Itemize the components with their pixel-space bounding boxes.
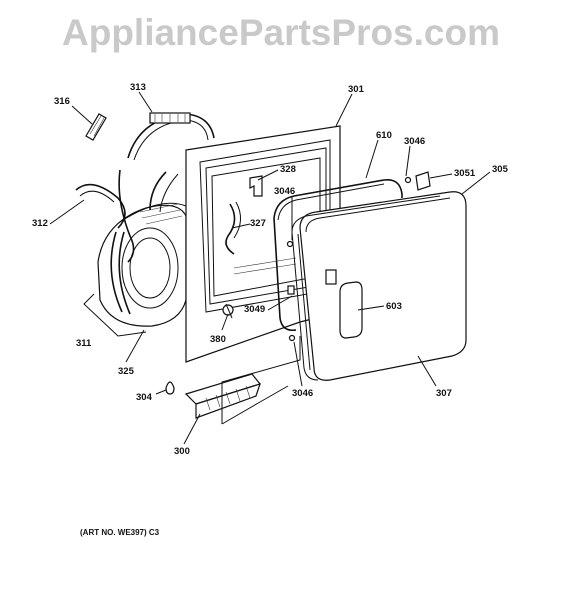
part-3049-latch: [287, 269, 337, 295]
part-603-door-handle: [339, 281, 363, 339]
callout-311: 311: [76, 338, 92, 349]
watermark-logo: AppliancePartsPros.com: [62, 12, 500, 53]
callout-610: 610: [376, 130, 392, 141]
callout-3046-mid: 3046: [274, 186, 295, 197]
callout-304: 304: [136, 392, 153, 403]
assembly-guide-lines: [83, 293, 301, 425]
callout-300: 300: [174, 446, 190, 457]
callout-380: 380: [210, 334, 226, 345]
callout-328: 328: [280, 164, 296, 175]
callout-3046-top: 3046: [404, 136, 425, 147]
callout-3049: 3049: [244, 304, 265, 315]
part-327-strap: [225, 201, 241, 255]
part-610-door-gasket: [273, 178, 403, 332]
callout-301: 301: [348, 84, 365, 95]
part-312-seal: [75, 169, 179, 263]
callout-labels: 316 313 301 610 3046 3051 305 312 328 30…: [32, 82, 509, 457]
part-316-strip: [85, 113, 107, 141]
callout-312: 312: [32, 218, 48, 229]
part-3046-screws: [286, 176, 412, 342]
callout-305: 305: [492, 164, 509, 175]
part-328-bracket: [249, 175, 263, 197]
part-311-front-bulkhead: [97, 202, 187, 327]
callout-325: 325: [118, 366, 135, 377]
callout-313: 313: [130, 82, 146, 93]
callout-3046-bottom: 3046: [292, 388, 313, 399]
leader-lines: [49, 91, 491, 445]
callout-603: 603: [386, 301, 402, 312]
callout-327: 327: [250, 218, 266, 229]
part-304-cap: [165, 381, 175, 395]
part-300-lint-housing: [184, 373, 262, 419]
callout-307: 307: [436, 388, 452, 399]
part-313-bracket: [127, 112, 215, 161]
part-305-door-panel: [291, 191, 467, 381]
art-number-caption: (ART NO. WE397) C3: [80, 528, 160, 537]
part-3051-hinge: [415, 171, 431, 191]
callout-316: 316: [54, 96, 70, 107]
callout-3051: 3051: [454, 168, 476, 179]
